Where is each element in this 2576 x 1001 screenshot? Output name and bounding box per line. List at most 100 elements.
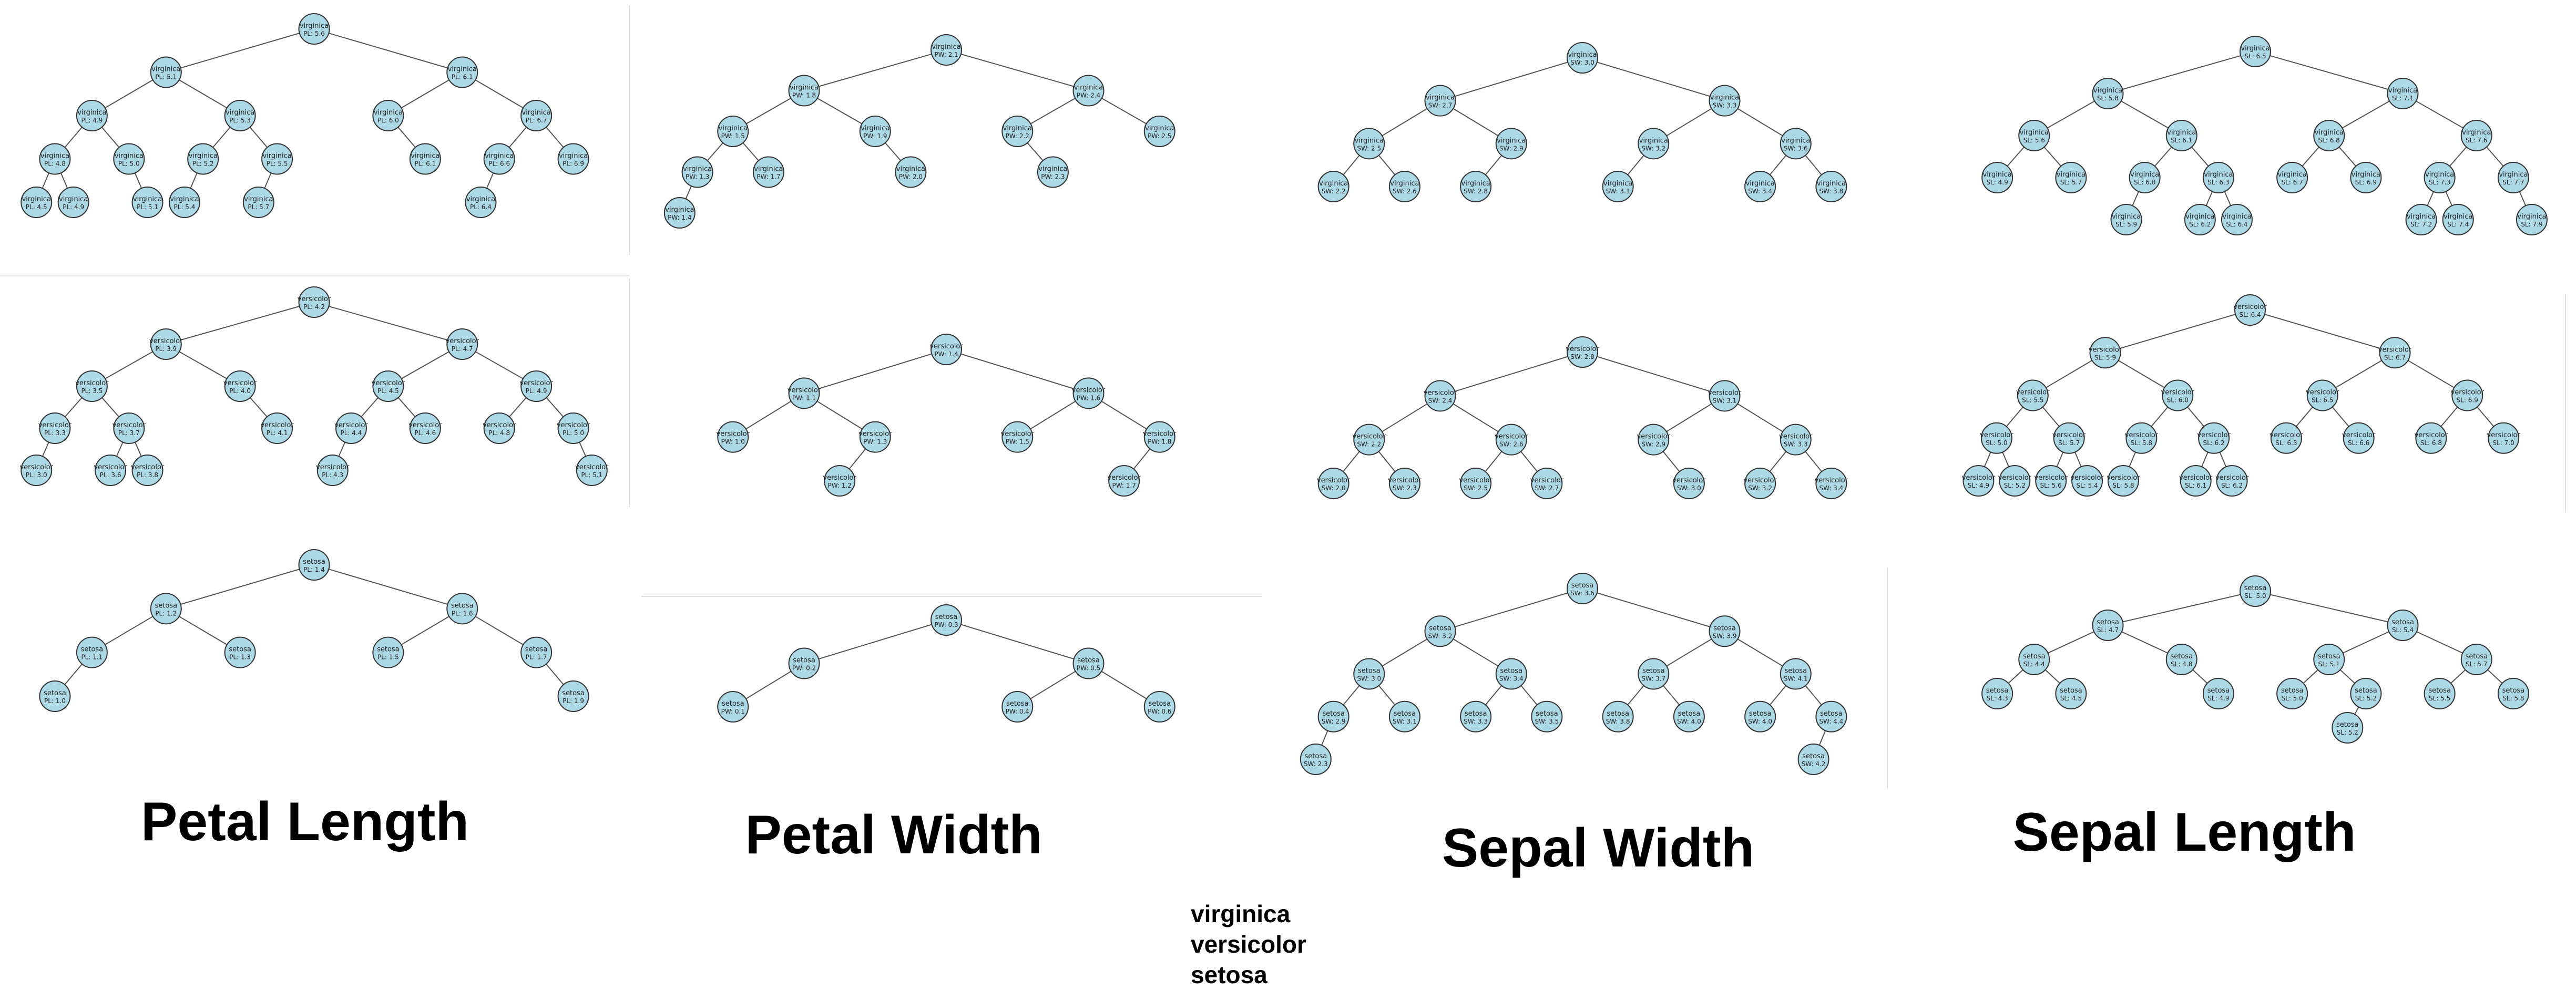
node-value-label: SW: 3.3 [1784,441,1808,448]
node-circle [788,377,820,409]
node-value-label: PL: 4.1 [267,429,288,437]
node-value-label: SL: 5.0 [2244,592,2266,600]
node-circle [2018,644,2050,675]
tree-edge [804,49,947,91]
tree-edge [166,302,314,345]
node-value-label: PL: 3.8 [137,471,158,479]
node-circle [895,156,927,188]
node-species-label: versicolor [575,463,609,471]
node-circle [1353,424,1385,456]
node-species-label: setosa [1322,710,1345,718]
node-value-label: PW: 0.5 [1077,665,1100,672]
node-circle [1709,85,1741,117]
node-species-label: virginica [262,152,291,160]
node-species-label: virginica [1781,137,1810,145]
node-value-label: PL: 5.3 [229,117,251,124]
node-value-label: SL: 6.6 [2348,439,2369,447]
node-circle [2071,465,2103,497]
node-value-label: PL: 3.7 [118,429,140,437]
node-circle [2240,36,2271,67]
node-value-label: SL: 4.9 [2207,695,2229,702]
node-value-label: SL: 6.9 [2355,179,2377,186]
node-species-label: versicolor [260,421,294,429]
node-species-label: virginica [683,166,712,173]
node-species-label: virginica [2499,171,2528,179]
node-value-label: PL: 5.4 [174,203,196,211]
node-species-label: virginica [719,125,748,132]
node-value-label: PW: 2.1 [934,51,958,58]
node-circle [39,412,71,444]
node-species-label: versicolor [1072,386,1106,394]
node-species-label: setosa [525,646,548,654]
node-value-label: SL: 7.9 [2521,221,2542,228]
node-species-label: setosa [2207,687,2230,695]
node-circle [2017,379,2049,411]
node-species-label: setosa [1749,710,1772,718]
node-species-label: virginica [2388,87,2417,95]
node-value-label: PW: 0.3 [934,621,958,628]
node-species-label: versicolor [2016,389,2050,397]
node-value-label: SW: 2.0 [1322,484,1346,492]
node-species-label: setosa [2281,687,2304,695]
node-species-label: virginica [1497,137,1526,145]
node-species-label: versicolor [717,430,750,438]
node-circle [1424,615,1456,647]
node-circle [2350,678,2382,709]
node-species-label: virginica [1746,180,1775,188]
node-value-label: SL: 5.8 [2112,482,2134,489]
node-value-label: SW: 3.1 [1713,397,1737,404]
node-value-label: PL: 5.1 [155,74,177,81]
node-species-label: setosa [2060,687,2082,695]
node-value-label: SW: 3.3 [1713,102,1737,109]
node-species-label: versicolor [1637,433,1671,441]
node-circle [1638,128,1670,160]
tree-edge [2108,51,2256,94]
node-circle [1353,658,1385,690]
tree-edge [1440,352,1583,397]
node-value-label: SW: 3.2 [1641,145,1665,152]
node-value-label: PW: 2.0 [899,173,923,181]
node-species-label: versicolor [298,295,331,303]
node-species-label: setosa [793,657,815,665]
node-value-label: SL: 5.9 [2094,354,2116,361]
node-value-label: SL: 4.7 [2097,626,2119,634]
node-circle [2516,204,2548,235]
node-species-label: versicolor [519,379,553,387]
node-circle [372,100,404,131]
node-circle [2018,120,2050,151]
node-circle [1001,116,1034,147]
node-circle [1602,700,1634,732]
node-species-label: versicolor [20,463,54,471]
node-circle [76,100,108,131]
tree-edge [166,564,314,610]
node-value-label: SL: 5.5 [2429,695,2450,702]
node-circle [1567,573,1598,604]
